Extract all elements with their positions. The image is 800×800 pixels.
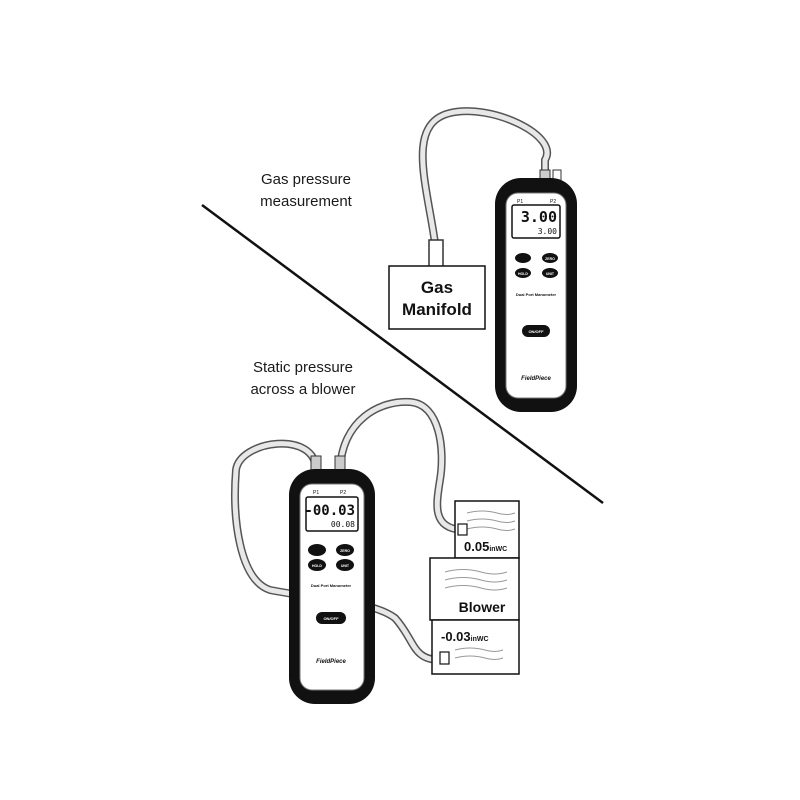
caption-static-pressure: Static pressure across a blower: [218, 357, 388, 401]
gas-hose: [418, 107, 551, 272]
lcd-main-reading: -00.03: [304, 503, 355, 519]
zero-button: [542, 253, 558, 263]
unit-button: [336, 559, 354, 571]
hold-button: [515, 268, 531, 278]
lcd-sub-reading: 3.00: [538, 227, 557, 236]
units-button: [308, 544, 326, 556]
hold-button: [308, 559, 326, 571]
hose-p1: [231, 439, 444, 664]
gas-manifold-label-2: Manifold: [402, 300, 472, 319]
gas-manifold-box: [388, 265, 486, 330]
diagonal-divider: [201, 203, 604, 505]
lcd-main-reading: 3.00: [521, 208, 557, 226]
unit-button: [542, 268, 558, 278]
caption-gas-line1: Gas pressure: [260, 171, 352, 188]
lcd-sub-reading: 00.08: [331, 520, 355, 529]
zero-button-label: ZERO: [340, 549, 350, 553]
lcd-display: [511, 204, 561, 239]
caption-static-line2: across a blower: [250, 381, 356, 398]
hold-button-label: HOLD: [518, 272, 528, 276]
hold-button-label: HOLD: [312, 564, 322, 568]
power-button-label: ON/OFF: [323, 616, 339, 621]
duct-fitting-top: [457, 523, 468, 536]
manometer-bottom: P1 P2 -00.03 00.08 ZERO HOLD UNIT Dual P…: [289, 469, 375, 704]
hose-coupling-manifold: [428, 239, 444, 269]
gauge-reading-top: 0.05inWC: [464, 539, 507, 554]
zero-button: [336, 544, 354, 556]
gas-manifold-label-1: Gas: [421, 278, 453, 297]
brand-logo: FieldPiece: [316, 659, 346, 665]
duct-lower: [431, 619, 520, 675]
port-label-p1: P1: [517, 199, 523, 205]
manometer-top: P1 P2 3.00 3.00 ZERO HOLD UNIT Dual Port…: [495, 178, 577, 412]
port-label-p2: P2: [550, 199, 556, 205]
manometer-title: Dual Port Manometer: [516, 292, 557, 297]
caption-gas-line2: measurement: [260, 193, 352, 210]
unit-button-label: UNIT: [341, 564, 350, 568]
caption-gas-pressure: Gas pressure measurement: [226, 169, 386, 213]
hose-p2: [336, 397, 466, 534]
power-button: [522, 325, 550, 337]
caption-static-line1: Static pressure: [252, 359, 354, 376]
gauge-reading-bottom: -0.03inWC: [441, 629, 489, 644]
unit-button-label: UNIT: [546, 272, 555, 276]
port-label-p2: P2: [340, 490, 346, 496]
port-label-p1: P1: [313, 490, 319, 496]
brand-logo: FieldPiece: [521, 376, 551, 382]
blower-assembly: Blower: [429, 500, 520, 675]
manometer-title: Dual Port Manometer: [311, 583, 352, 588]
zero-button-label: ZERO: [545, 257, 555, 261]
duct-fitting-bottom: [439, 651, 450, 665]
power-button-label: ON/OFF: [528, 329, 544, 334]
power-button: [316, 612, 346, 624]
units-button: [515, 253, 531, 263]
blower-label: Blower: [459, 599, 506, 615]
lcd-display: [305, 496, 359, 532]
